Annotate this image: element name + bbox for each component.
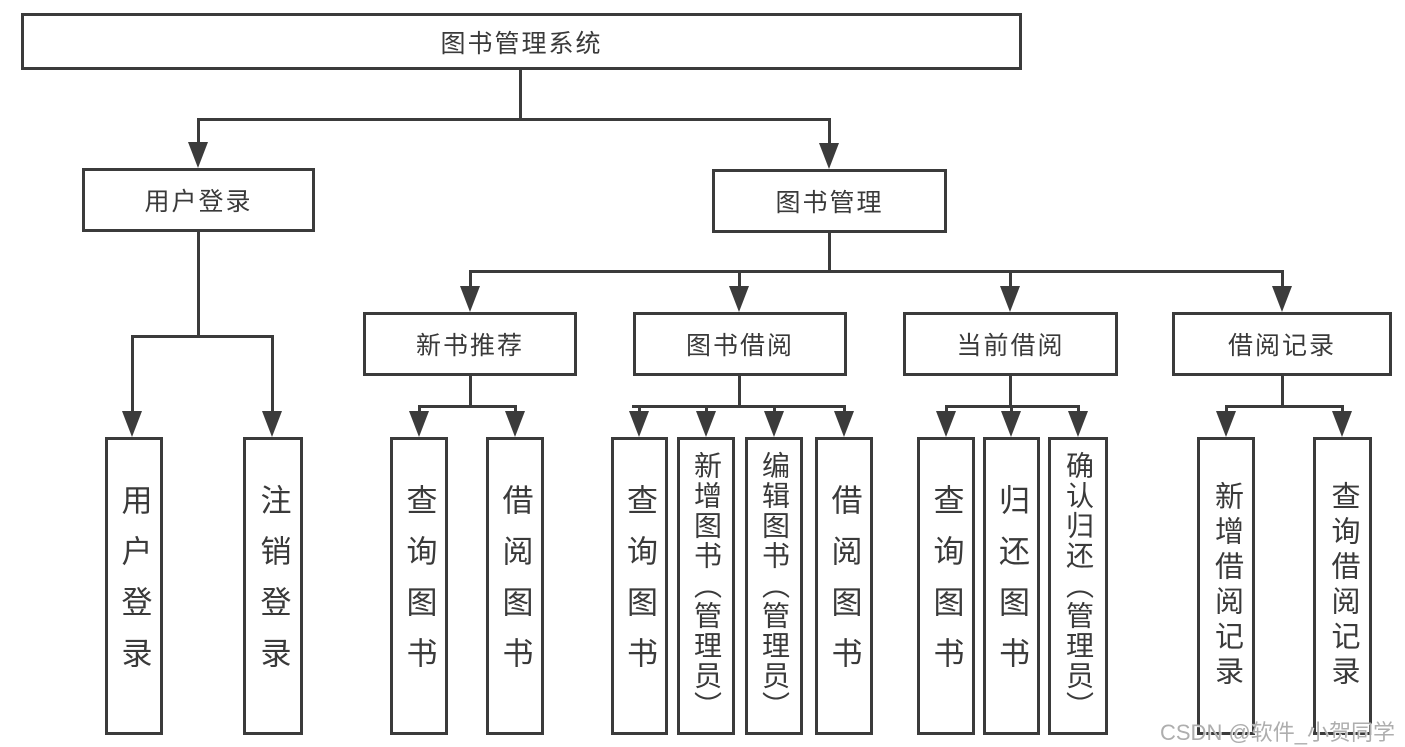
- node-book-management: 图书管理: [712, 169, 947, 233]
- connector-line: [469, 270, 472, 292]
- connector-line: [1341, 405, 1344, 415]
- connector-line: [945, 405, 948, 415]
- connector-line: [131, 335, 274, 338]
- arrowhead-icon: [1001, 411, 1021, 437]
- csdn-watermark: CSDN @软件_小贺同学: [1160, 720, 1396, 745]
- node-root: 图书管理系统: [21, 13, 1022, 70]
- arrowhead-icon: [819, 143, 839, 169]
- connector-line: [1281, 376, 1284, 408]
- leaf-user-login-label: 用户登录: [116, 484, 152, 688]
- connector-line: [197, 118, 200, 146]
- arrowhead-icon: [1216, 411, 1236, 437]
- connector-line: [469, 376, 472, 408]
- arrowhead-icon: [1332, 411, 1352, 437]
- arrowhead-icon: [122, 411, 142, 437]
- connector-line: [1281, 270, 1284, 292]
- arrowhead-icon: [188, 142, 208, 168]
- arrowhead-icon: [1068, 411, 1088, 437]
- arrowhead-icon: [1000, 286, 1020, 312]
- connector-line: [1225, 405, 1343, 408]
- connector-line: [519, 69, 522, 121]
- connector-line: [469, 270, 1283, 273]
- connector-line: [773, 405, 776, 415]
- connector-line: [418, 405, 517, 408]
- arrowhead-icon: [460, 286, 480, 312]
- connector-line: [131, 335, 134, 415]
- leaf-query-books-recommend: 查询图书: [390, 437, 448, 735]
- connector-line: [828, 118, 831, 147]
- connector-line: [1009, 376, 1012, 408]
- node-new-book-recommend: 新书推荐: [363, 312, 577, 376]
- leaf-add-books-admin-label: 新增图书（管理员）: [691, 451, 722, 721]
- arrowhead-icon: [1272, 286, 1292, 312]
- connector-line: [1225, 405, 1228, 415]
- leaf-query-books-borrowing-label: 查询图书: [622, 484, 657, 688]
- node-borrowing-records-label: 借阅记录: [1227, 332, 1336, 360]
- connector-line: [271, 335, 274, 415]
- node-current-borrowing-label: 当前借阅: [956, 332, 1065, 360]
- leaf-query-borrow-record: 查询借阅记录: [1313, 437, 1372, 735]
- leaf-edit-books-admin: 编辑图书（管理员）: [745, 437, 803, 735]
- arrowhead-icon: [505, 411, 525, 437]
- leaf-confirm-return-admin-label: 确认归还（管理员）: [1063, 451, 1094, 721]
- connector-line: [197, 118, 831, 121]
- node-book-borrowing-label: 图书借阅: [685, 332, 794, 360]
- leaf-query-borrow-record-label: 查询借阅记录: [1327, 481, 1359, 691]
- leaf-add-books-admin: 新增图书（管理员）: [677, 437, 735, 735]
- leaf-query-books-borrowing: 查询图书: [611, 437, 668, 735]
- arrowhead-icon: [696, 411, 716, 437]
- leaf-query-books-current-label: 查询图书: [928, 484, 964, 688]
- leaf-logout: 注销登录: [243, 437, 303, 735]
- leaf-borrow-books-borrowing-label: 借阅图书: [826, 484, 862, 688]
- connector-line: [738, 376, 741, 408]
- connector-line: [1010, 405, 1013, 415]
- node-user-login-label: 用户登录: [144, 188, 253, 216]
- connector-line: [705, 405, 708, 415]
- node-book-management-label: 图书管理: [775, 189, 884, 217]
- connector-line: [1009, 270, 1012, 292]
- node-current-borrowing: 当前借阅: [903, 312, 1118, 376]
- arrowhead-icon: [409, 411, 429, 437]
- connector-line: [843, 405, 846, 415]
- arrowhead-icon: [629, 411, 649, 437]
- connector-line: [828, 233, 831, 273]
- connector-line: [197, 232, 200, 338]
- connector-line: [738, 270, 741, 292]
- leaf-add-borrow-record: 新增借阅记录: [1197, 437, 1255, 735]
- connector-line: [632, 405, 845, 408]
- node-new-book-recommend-label: 新书推荐: [415, 332, 524, 360]
- leaf-borrow-books-recommend-label: 借阅图书: [497, 484, 533, 688]
- leaf-edit-books-admin-label: 编辑图书（管理员）: [759, 451, 790, 721]
- node-root-label: 图书管理系统: [440, 29, 603, 58]
- leaf-borrow-books-recommend: 借阅图书: [486, 437, 544, 735]
- connector-line: [638, 405, 641, 415]
- arrowhead-icon: [262, 411, 282, 437]
- leaf-return-books-label: 归还图书: [994, 484, 1029, 688]
- connector-line: [514, 405, 517, 415]
- arrowhead-icon: [729, 286, 749, 312]
- arrowhead-icon: [936, 411, 956, 437]
- leaf-add-borrow-record-label: 新增借阅记录: [1210, 481, 1243, 691]
- leaf-confirm-return-admin: 确认归还（管理员）: [1048, 437, 1108, 735]
- node-borrowing-records: 借阅记录: [1172, 312, 1392, 376]
- connector-line: [1077, 405, 1080, 415]
- leaf-return-books: 归还图书: [983, 437, 1040, 735]
- arrowhead-icon: [834, 411, 854, 437]
- arrowhead-icon: [764, 411, 784, 437]
- leaf-user-login: 用户登录: [105, 437, 163, 735]
- leaf-borrow-books-borrowing: 借阅图书: [815, 437, 873, 735]
- connector-line: [418, 405, 421, 415]
- leaf-logout-label: 注销登录: [255, 484, 291, 688]
- leaf-query-books-current: 查询图书: [917, 437, 975, 735]
- node-user-login: 用户登录: [82, 168, 315, 232]
- node-book-borrowing: 图书借阅: [633, 312, 847, 376]
- leaf-query-books-recommend-label: 查询图书: [401, 484, 437, 688]
